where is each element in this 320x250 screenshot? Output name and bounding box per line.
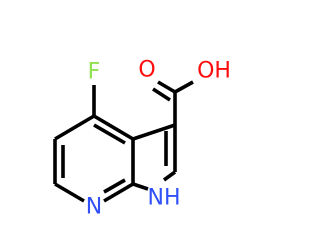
pyridine-nitrogen-label: N	[86, 195, 102, 220]
pyrrole-nh-label: NH	[148, 186, 181, 211]
bond-c-oh	[174, 80, 194, 94]
bond-c6-n7	[54, 182, 85, 203]
molecule-structure: F O OH N NH	[53, 58, 231, 220]
bonds	[53, 80, 194, 203]
bond-c3a-c4	[93, 114, 134, 141]
bond-n7-c7a-inner	[103, 178, 126, 194]
fluorine-label: F	[88, 60, 101, 85]
carbonyl-oxygen-label: O	[138, 58, 155, 83]
bond-n1-c7a	[132, 182, 149, 191]
bond-c4-c5	[54, 114, 95, 141]
hydroxyl-label: OH	[197, 59, 231, 84]
bond-n7-c7a	[103, 182, 134, 203]
bond-c-o-double-inner	[152, 87, 171, 102]
bond-c-o-double-outer	[157, 80, 176, 94]
bond-c3a-c3	[132, 123, 176, 141]
bond-c3a-c4-inner	[93, 123, 126, 145]
bond-c2-n1	[162, 170, 177, 182]
